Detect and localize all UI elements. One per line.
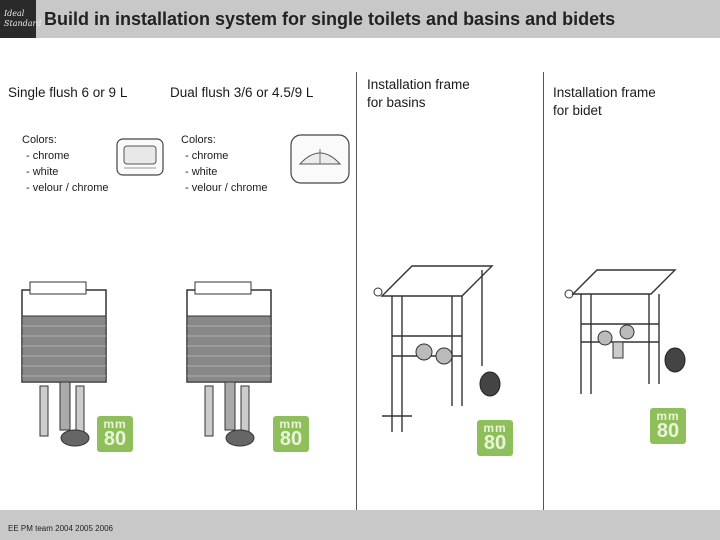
mm80-badge: mm 80: [273, 416, 309, 452]
color-option: - white: [26, 166, 59, 178]
mm80-badge: mm 80: [97, 416, 133, 452]
bidet-frame-heading-line-1: Installation frame: [553, 85, 656, 100]
color-option: - white: [185, 166, 218, 178]
color-option: - chrome: [26, 150, 70, 162]
badge-unit: mm: [279, 417, 303, 431]
header-bar: [0, 0, 720, 38]
badge-value: 80: [483, 432, 507, 454]
bidet-frame-illustration: [564, 269, 686, 394]
footer-bar: [0, 510, 720, 540]
page-title: Build in installation system for single …: [44, 9, 616, 29]
dual-flush-plate-image: [290, 134, 350, 184]
badge-value: 80: [656, 420, 680, 442]
brand-logo: Ideal Standard: [0, 0, 41, 38]
basin-frame-heading-line-1: Installation frame: [367, 77, 470, 92]
badge-unit: mm: [103, 417, 127, 431]
badge-unit: mm: [656, 409, 680, 423]
footer-text: EE PM team 2004 2005 2006: [8, 524, 113, 533]
single-flush-plate-image: [116, 138, 164, 176]
badge-unit: mm: [483, 421, 507, 435]
single-flush-heading: Single flush 6 or 9 L: [8, 85, 128, 100]
column-divider: [543, 72, 544, 510]
badge-value: 80: [279, 428, 303, 450]
color-option: - velour / chrome: [26, 182, 109, 194]
color-option: - velour / chrome: [185, 182, 268, 194]
bidet-frame-heading-line-2: for bidet: [553, 103, 602, 118]
cistern-illustration: [21, 281, 107, 447]
mm80-badge: mm 80: [477, 420, 513, 456]
cistern-illustration: [186, 281, 272, 447]
basin-frame-illustration: [373, 265, 501, 432]
basin-frame-heading-line-2: for basins: [367, 95, 426, 110]
colors-title: Colors:: [181, 134, 216, 146]
dual-flush-heading: Dual flush 3/6 or 4.5/9 L: [170, 85, 314, 100]
color-option: - chrome: [185, 150, 229, 162]
column-divider: [356, 72, 357, 510]
logo-line-1: Ideal: [4, 9, 25, 18]
logo-line-2: Standard: [4, 19, 42, 28]
colors-title: Colors:: [22, 134, 57, 146]
badge-value: 80: [103, 428, 127, 450]
mm80-badge: mm 80: [650, 408, 686, 444]
